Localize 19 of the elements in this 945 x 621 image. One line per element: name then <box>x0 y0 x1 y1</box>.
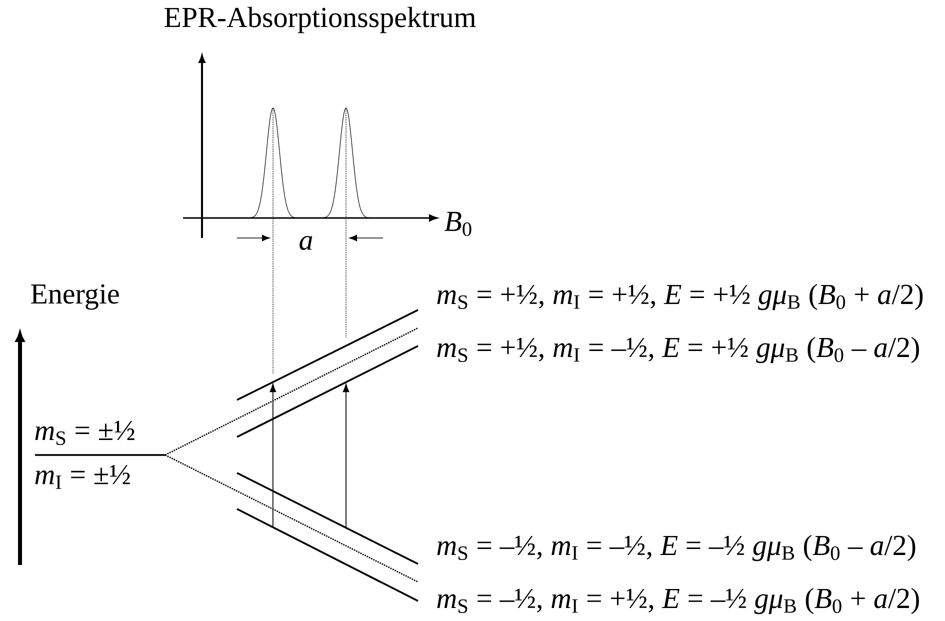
title: EPR-Absorptionsspektrum <box>164 6 476 34</box>
energy-level-line <box>236 508 418 602</box>
energy-level-line <box>236 472 418 565</box>
level-label: m$_{I}$ = ±½ <box>35 465 130 489</box>
level-label: m$_{S}$ = –½, m$_{I}$ = +½, E = –½ gμ$_{B}$ (B$_{0}$ + a/2) <box>437 588 919 614</box>
energy-level-line <box>236 345 418 438</box>
level-label: m$_{S}$ = –½, m$_{I}$ = –½, E = –½ gμ$_{B}$ (B$_{0}$ – a/2) <box>437 534 916 562</box>
transition-arrow <box>342 384 350 528</box>
energy-level-line <box>35 454 165 456</box>
level-label: m$_{S}$ = ±½ <box>35 420 134 446</box>
correlation-line <box>164 454 418 583</box>
energy-level-line <box>236 309 418 401</box>
level-label: m$_{S}$ = +½, m$_{I}$ = +½, E = +½ gμ$_{B}$ (B$_{0}$ + a/2) <box>437 284 923 310</box>
level-label: m$_{S}$ = +½, m$_{I}$ = –½, E = +½ gμ$_{B}$ (B$_{0}$ – a/2) <box>437 336 919 364</box>
transition-arrow <box>270 384 276 528</box>
axis-label: Energie <box>31 284 119 310</box>
axis-label: B$_{0}$ <box>444 212 472 236</box>
dimension-label: a <box>300 236 312 250</box>
correlation-line <box>164 327 418 456</box>
